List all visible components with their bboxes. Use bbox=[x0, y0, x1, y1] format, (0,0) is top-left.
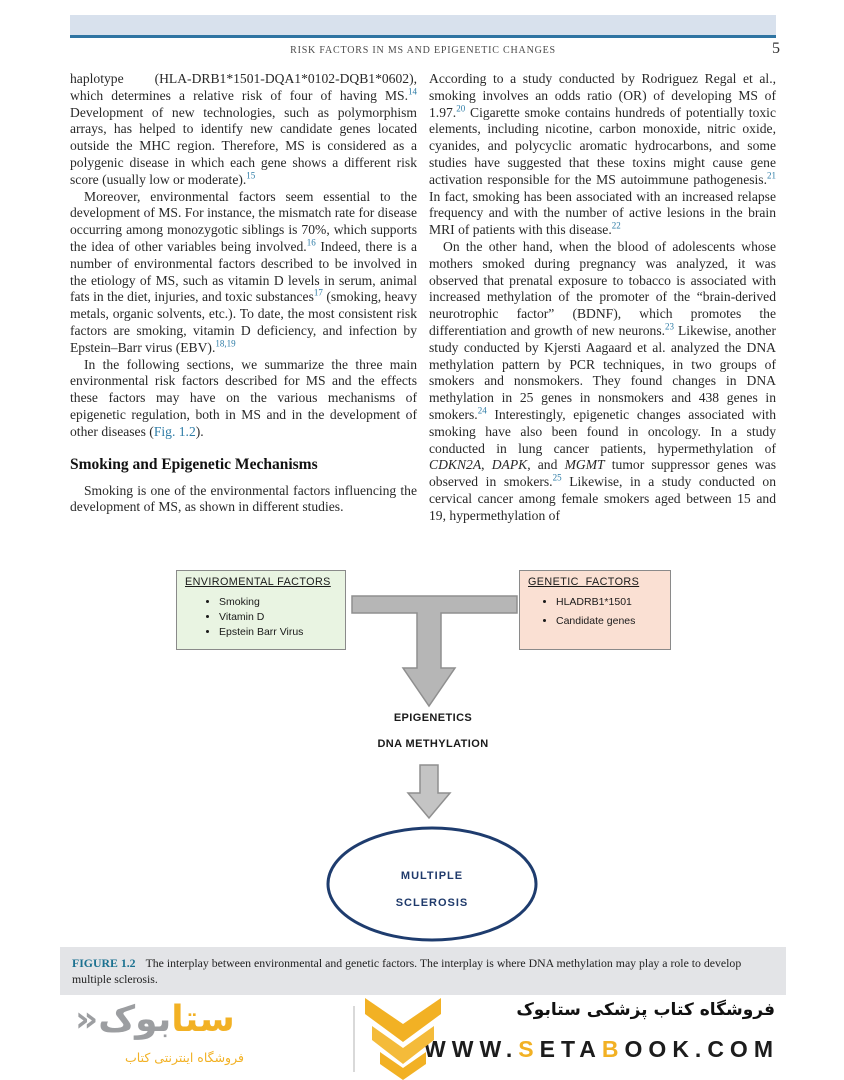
list-item: HLADRB1*1501 bbox=[556, 596, 670, 608]
environmental-factors-title: ENVIROMENTAL FACTORS bbox=[185, 576, 331, 588]
list-item: Candidate genes bbox=[556, 615, 670, 627]
text-segment: haplotype (HLA-DRB1*1501-DQA1*0102-DQB1*… bbox=[70, 71, 417, 103]
environmental-factors-list: Smoking Vitamin D Epstein Barr Virus bbox=[177, 596, 345, 638]
text-segment: Cigarette smoke contains hundreds of pot… bbox=[429, 104, 776, 187]
paragraph: haplotype (HLA-DRB1*1501-DQA1*0102-DQB1*… bbox=[70, 71, 417, 189]
text-segment: DAPK bbox=[491, 457, 528, 473]
text-segment: , and bbox=[527, 457, 565, 473]
text-segment: WWW. bbox=[424, 1036, 519, 1062]
header-rule bbox=[70, 35, 776, 38]
text-segment: (smoking, heavy metals, organic solvents… bbox=[70, 289, 418, 355]
text-segment: بوک bbox=[98, 999, 172, 1040]
text-segment: Likewise, in a study conducted on cervic… bbox=[429, 474, 776, 523]
text-segment: CDKN2A bbox=[429, 457, 482, 473]
page-number: 5 bbox=[772, 40, 780, 57]
left-column: haplotype (HLA-DRB1*1501-DQA1*0102-DQB1*… bbox=[70, 71, 417, 525]
reference-superscript[interactable]: 18,19 bbox=[215, 338, 236, 349]
text-segment: ETA bbox=[539, 1036, 602, 1062]
logo-subtitle-farsi: فروشگاه اینترنتی کتاب bbox=[125, 1050, 244, 1065]
list-item: Smoking bbox=[219, 596, 345, 608]
ellipse-text-line2: SCLEROSIS bbox=[395, 897, 469, 909]
text-segment: Likewise, another study conducted by Kje… bbox=[429, 322, 776, 422]
figure-caption-text: The interplay between environmental and … bbox=[72, 956, 742, 986]
reference-superscript[interactable]: 23 bbox=[665, 321, 675, 332]
text-segment: « bbox=[75, 999, 99, 1040]
paragraph: In the following sections, we summarize … bbox=[70, 357, 417, 441]
text-segment: ستا bbox=[171, 999, 235, 1040]
body-columns: haplotype (HLA-DRB1*1501-DQA1*0102-DQB1*… bbox=[70, 71, 776, 525]
text-segment: S bbox=[518, 1036, 540, 1062]
running-head: RISK FACTORS IN MS AND EPIGENETIC CHANGE… bbox=[290, 45, 556, 56]
header-band bbox=[70, 15, 776, 35]
website-url: WWW.SETABOOK.COM bbox=[424, 1036, 779, 1063]
multiple-sclerosis-ellipse bbox=[326, 826, 538, 942]
text-segment: Moreover, environmental factors seem ess… bbox=[70, 188, 417, 254]
paragraph: Smoking is one of the environmental fact… bbox=[70, 483, 417, 517]
genetic-factors-title: GENETIC FACTORS bbox=[528, 576, 640, 588]
text-segment: ). bbox=[195, 423, 204, 439]
text-segment: Indeed, there is a number of environment… bbox=[70, 238, 417, 305]
section-heading: Smoking and Epigenetic Mechanisms bbox=[70, 455, 318, 473]
reference-superscript[interactable]: 17 bbox=[313, 287, 323, 298]
environmental-factors-box: ENVIROMENTAL FACTORS Smoking Vitamin D E… bbox=[176, 570, 346, 650]
text-segment: B bbox=[601, 1036, 625, 1062]
reference-superscript[interactable]: 14 bbox=[408, 86, 417, 97]
reference-superscript[interactable]: 20 bbox=[456, 103, 466, 114]
right-column: According to a study conducted by Rodrig… bbox=[429, 71, 776, 525]
dna-methylation-label: DNA METHYLATION bbox=[377, 738, 489, 750]
t-connector-arrow bbox=[351, 595, 518, 708]
text-segment: In the following sections, we summarize … bbox=[70, 356, 417, 439]
logo-wordmark: ستابوک« bbox=[75, 994, 395, 1046]
paragraph: Moreover, environmental factors seem ess… bbox=[70, 189, 417, 357]
text-segment: On the other hand, when the blood of ado… bbox=[429, 238, 776, 338]
text-segment: According to a study conducted by Rodrig… bbox=[429, 71, 776, 120]
reference-superscript[interactable]: 25 bbox=[552, 472, 562, 483]
text-segment: In fact, smoking has been associated wit… bbox=[429, 188, 776, 238]
logo-divider bbox=[353, 1006, 355, 1072]
setabook-logo: ستابوک« فروشگاه اینترنتی کتاب bbox=[65, 998, 441, 1080]
list-item: Vitamin D bbox=[219, 611, 345, 623]
text-segment: Smoking is one of the environmental fact… bbox=[70, 482, 417, 515]
store-title-farsi: فروشگاه کتاب پزشکی ستابوک bbox=[516, 1000, 775, 1020]
paragraph: According to a study conducted by Rodrig… bbox=[429, 71, 776, 239]
reference-superscript[interactable]: 21 bbox=[767, 170, 776, 181]
reference-superscript[interactable]: 16 bbox=[306, 237, 316, 248]
figure-reference-link[interactable]: Fig. 1.2 bbox=[153, 423, 196, 439]
figure-caption-label: FIGURE 1.2 bbox=[72, 956, 136, 970]
figure-diagram-connectors bbox=[326, 595, 538, 942]
text-segment: OOK.COM bbox=[624, 1036, 779, 1062]
genetic-factors-list: HLADRB1*1501 Candidate genes bbox=[520, 596, 670, 627]
reference-superscript[interactable]: 24 bbox=[477, 405, 487, 416]
reference-superscript[interactable]: 22 bbox=[611, 220, 621, 231]
reference-superscript[interactable]: 15 bbox=[246, 170, 256, 181]
text-segment: Interestingly, epigenetic changes associ… bbox=[429, 406, 776, 456]
text-segment: Development of new technologies, such as… bbox=[70, 104, 417, 187]
text-segment: , bbox=[481, 457, 492, 473]
down-block-arrow bbox=[406, 764, 452, 820]
ellipse-text-line1: MULTIPLE bbox=[400, 870, 464, 882]
text-segment: tumor suppressor genes was observed in s… bbox=[429, 457, 777, 490]
text-segment: MGMT bbox=[564, 457, 605, 473]
list-item: Epstein Barr Virus bbox=[219, 626, 345, 638]
genetic-factors-box: GENETIC FACTORS HLADRB1*1501 Candidate g… bbox=[519, 570, 671, 650]
paragraph: On the other hand, when the blood of ado… bbox=[429, 239, 776, 525]
chevron-emblem-icon bbox=[365, 998, 441, 1080]
epigenetics-label: EPIGENETICS bbox=[393, 712, 473, 724]
